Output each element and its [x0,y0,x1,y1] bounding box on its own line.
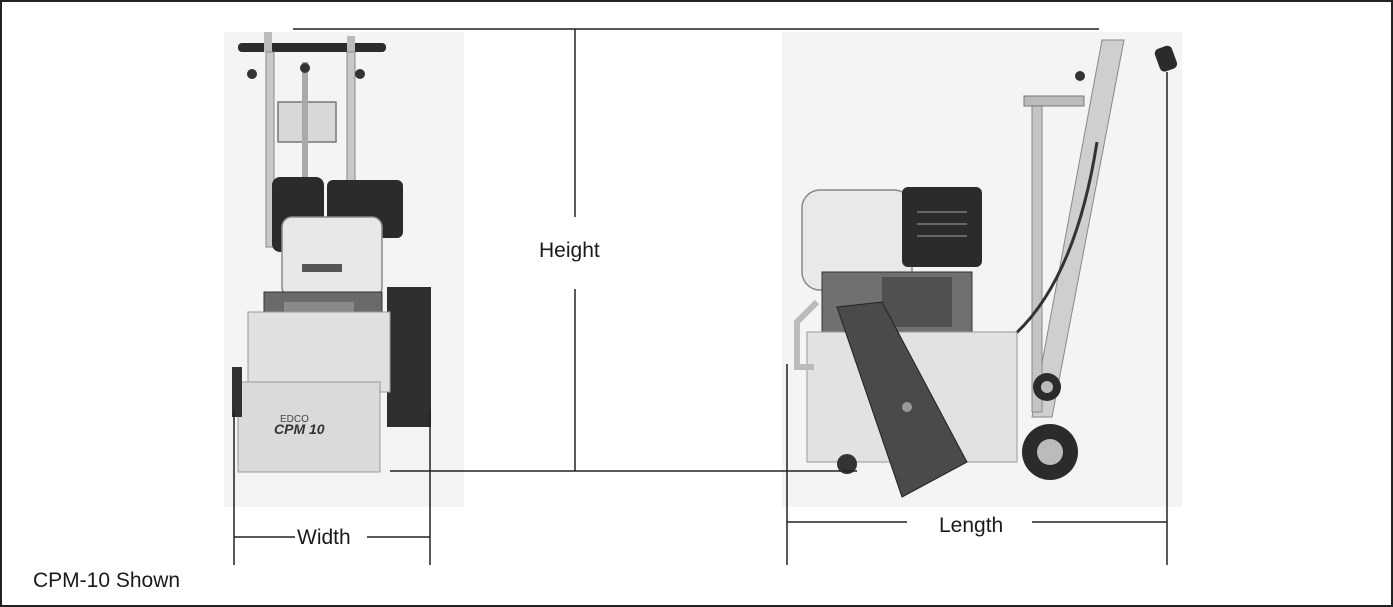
figure-caption: CPM-10 Shown [33,569,181,592]
front-decal-brand: EDCO [280,414,309,425]
side-view-machine [794,39,1178,498]
dimension-lines [233,28,1168,565]
height-label: Height [539,239,600,262]
front-decal-model: CPM 10 [274,421,325,437]
width-label: Width [297,526,351,549]
front-view-machine: EDCO CPM 10 [232,32,431,473]
length-label: Length [939,514,1004,537]
